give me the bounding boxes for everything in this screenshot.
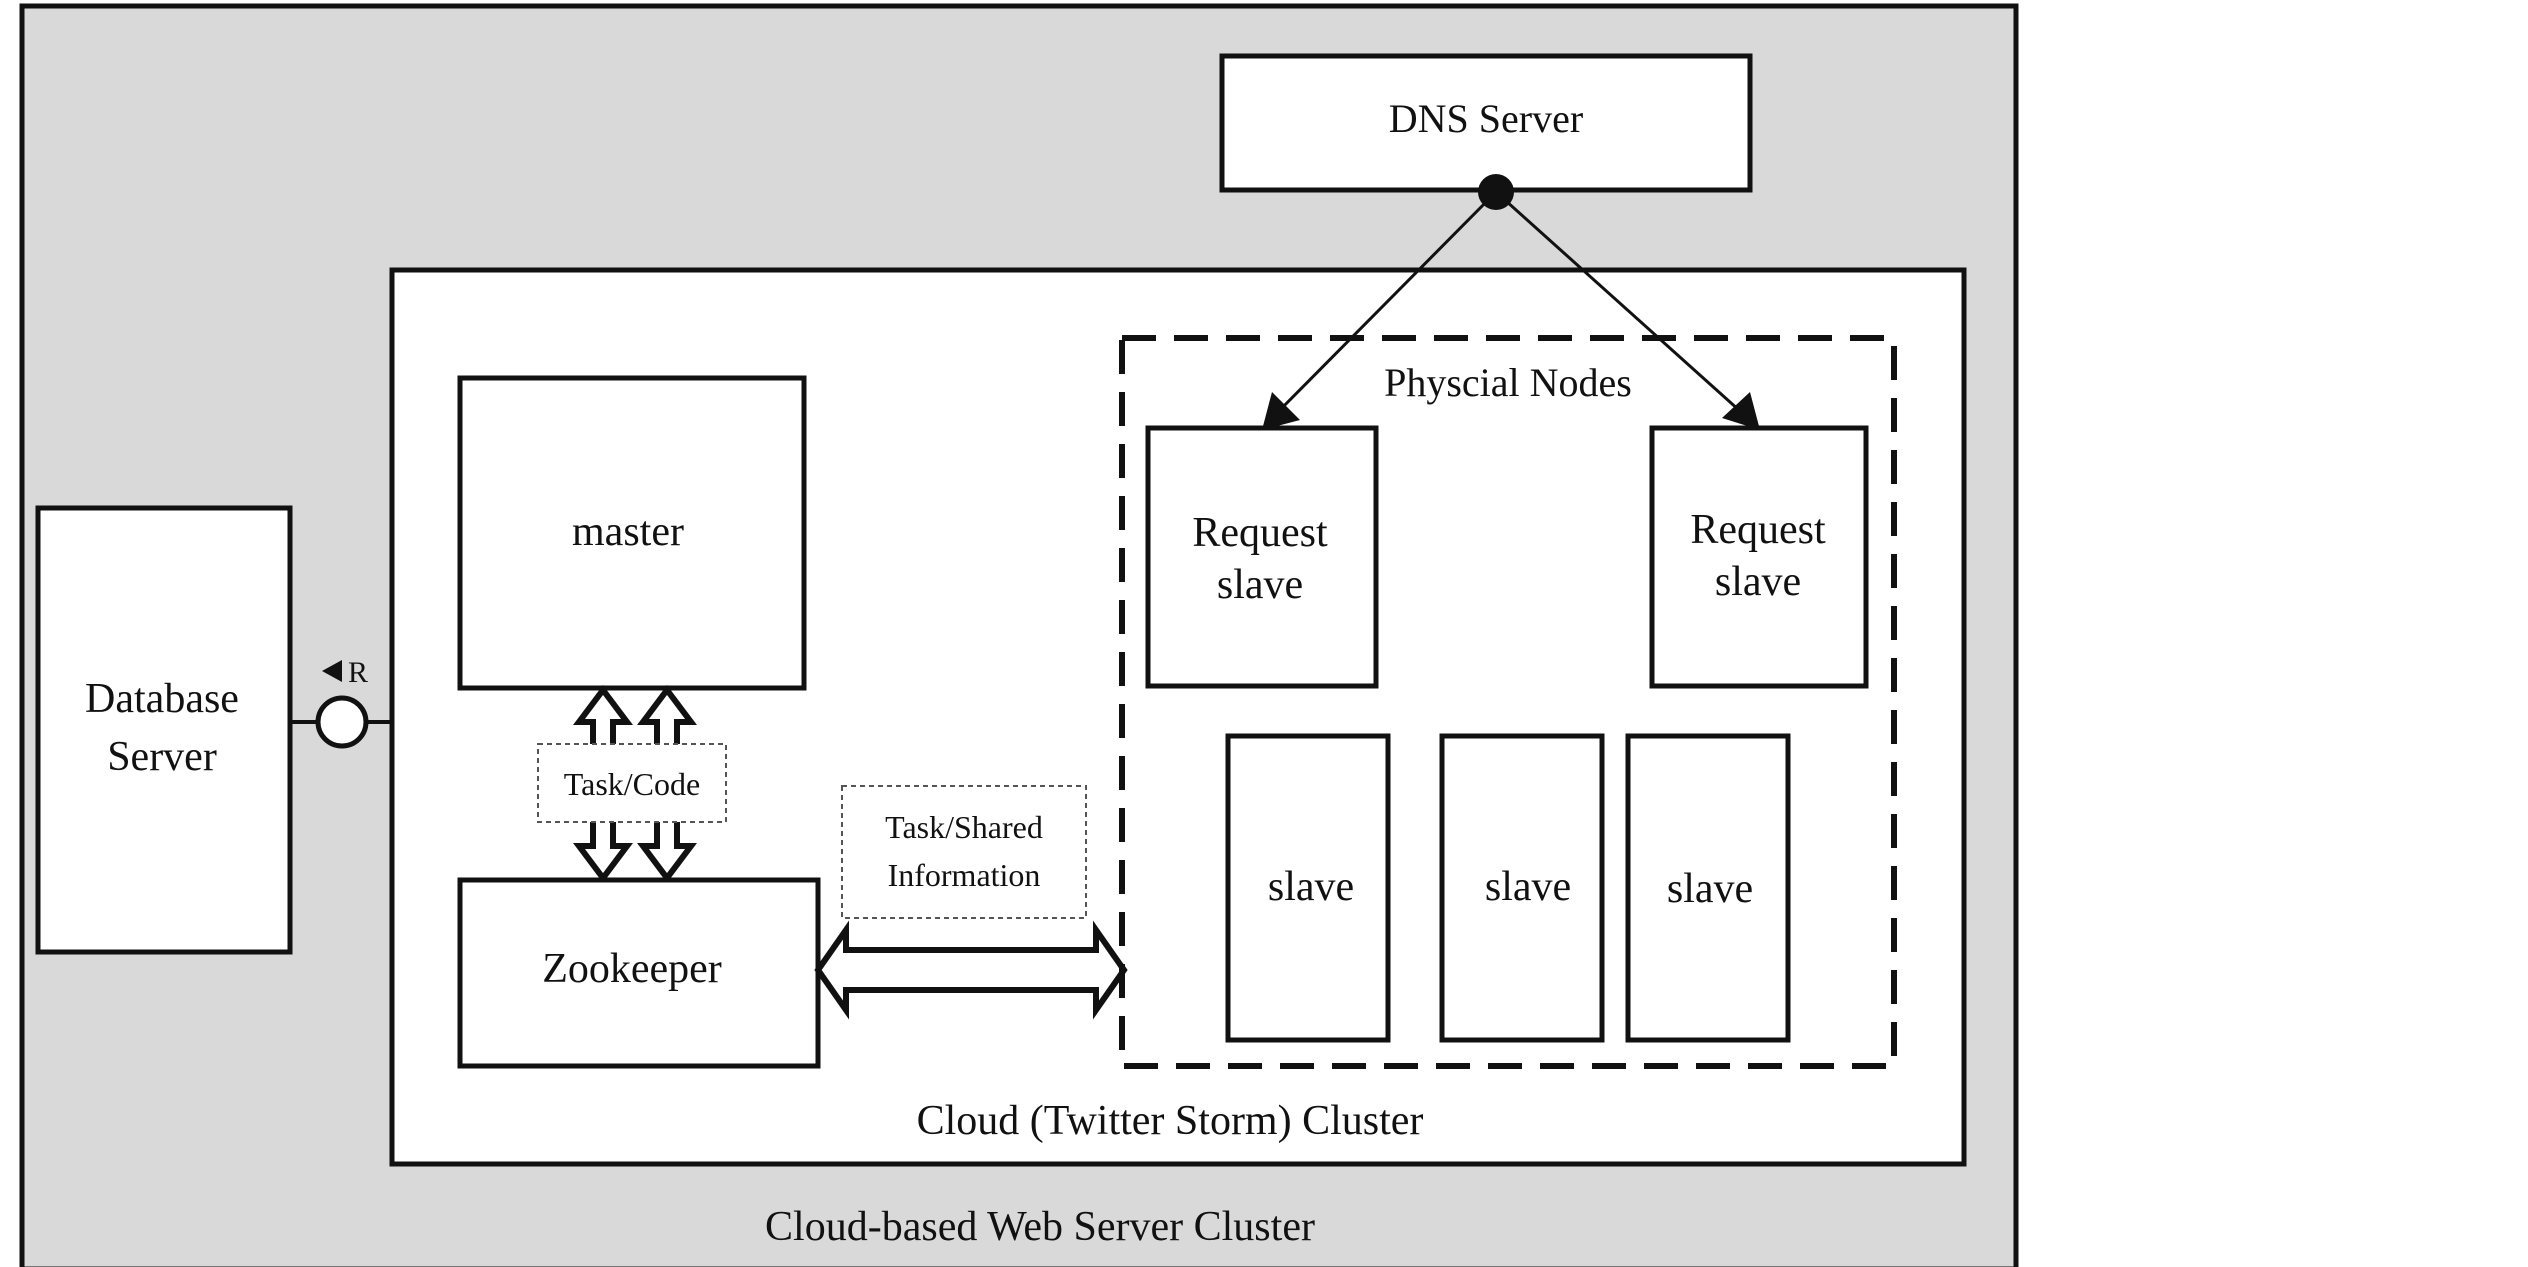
database-server-label-line1: Database (85, 676, 239, 722)
task-code-label: Task/Code (564, 766, 700, 802)
master-label: master (572, 509, 684, 555)
physical-nodes-label: Physcial Nodes (1384, 360, 1632, 405)
web-server-cluster-label: Cloud-based Web Server Cluster (765, 1204, 1315, 1250)
arrowhead-right (1722, 392, 1760, 430)
storm-cluster-label: Cloud (Twitter Storm) Cluster (917, 1098, 1424, 1144)
slave-box-3 (1625, 733, 1791, 1043)
request-slave-2-line2: slave (1715, 559, 1801, 605)
zookeeper-label: Zookeeper (542, 946, 722, 992)
slave-1-label: slave (1268, 864, 1354, 910)
database-server-box (35, 505, 293, 955)
slave-2-label: slave (1485, 864, 1571, 910)
task-shared-label-line2: Information (888, 857, 1041, 893)
master-box (457, 375, 807, 691)
task-shared-label-line1: Task/Shared (885, 809, 1043, 845)
dns-server-label: DNS Server (1389, 96, 1583, 141)
database-server-label-line2: Server (107, 734, 217, 780)
interface-direction-icon (322, 660, 342, 682)
dns-arrow-to-request-slave-1 (1268, 190, 1498, 422)
interface-circle (315, 695, 369, 749)
request-slave-box-1 (1145, 425, 1379, 689)
arrowhead-left (1262, 392, 1300, 430)
request-slave-1-line1: Request (1192, 510, 1328, 556)
slave-box-2 (1439, 733, 1605, 1043)
request-slave-1-line2: slave (1217, 562, 1303, 608)
slave-box-1 (1225, 733, 1391, 1043)
request-slave-2-line1: Request (1690, 507, 1826, 553)
task-code-label-box (537, 743, 727, 823)
dns-server-box (1219, 53, 1753, 193)
interface-label: R (348, 656, 368, 689)
task-shared-label-box (841, 785, 1087, 919)
physical-nodes-group (1119, 335, 1897, 1069)
request-slave-box-2 (1649, 425, 1869, 689)
slave-3-label: slave (1667, 866, 1753, 912)
dns-arrow-to-request-slave-2 (1494, 190, 1752, 422)
